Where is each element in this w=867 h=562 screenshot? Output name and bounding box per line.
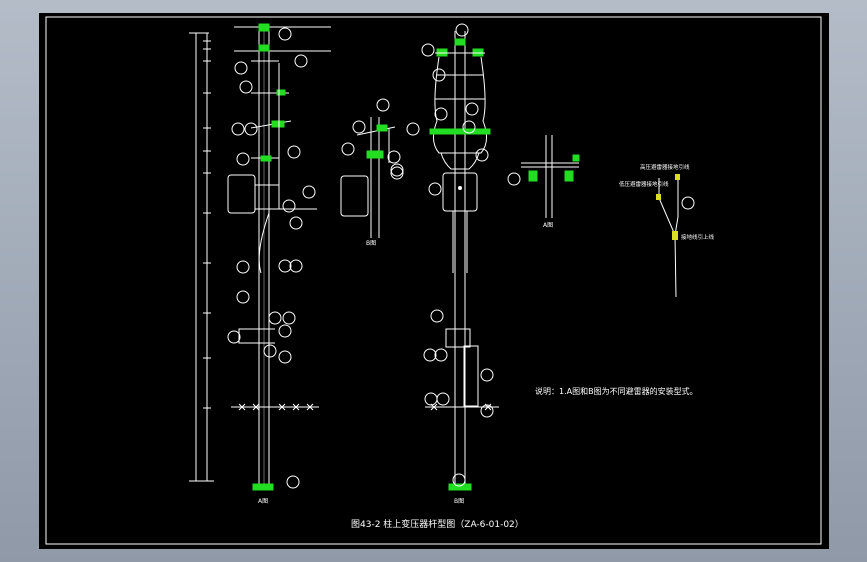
view-b-label: B图 bbox=[366, 240, 376, 247]
detail-label: A图 bbox=[543, 222, 553, 229]
ground-down-label: 接地线引上线 bbox=[681, 233, 715, 241]
crossarm-detail: A图 bbox=[507, 135, 580, 229]
grounding-detail: 高压避雷器接地引线 低压避雷器接地引线 接地线引上线 bbox=[619, 163, 715, 298]
pole-front-view: B图 bbox=[421, 23, 499, 505]
view-a-label: A图 bbox=[258, 498, 268, 505]
ground-lead-lv-label: 低压避雷器接地引线 bbox=[619, 180, 669, 188]
detail-middle: B图 bbox=[340, 98, 420, 247]
drawing-sheet: A图 B图 bbox=[39, 13, 829, 549]
cad-drawing: A图 B图 bbox=[45, 16, 822, 545]
sheet-border bbox=[45, 16, 822, 545]
ground-lead-hv-label: 高压避雷器接地引线 bbox=[640, 163, 690, 171]
pole-left-view: A图 bbox=[189, 23, 331, 505]
drawing-note: 说明：1.A图和B图为不同避雷器的安装型式。 bbox=[535, 386, 698, 396]
front-view-label: B图 bbox=[454, 498, 464, 505]
drawing-title: 图43-2 柱上变压器杆型图（ZA-6-01-02） bbox=[351, 518, 524, 530]
